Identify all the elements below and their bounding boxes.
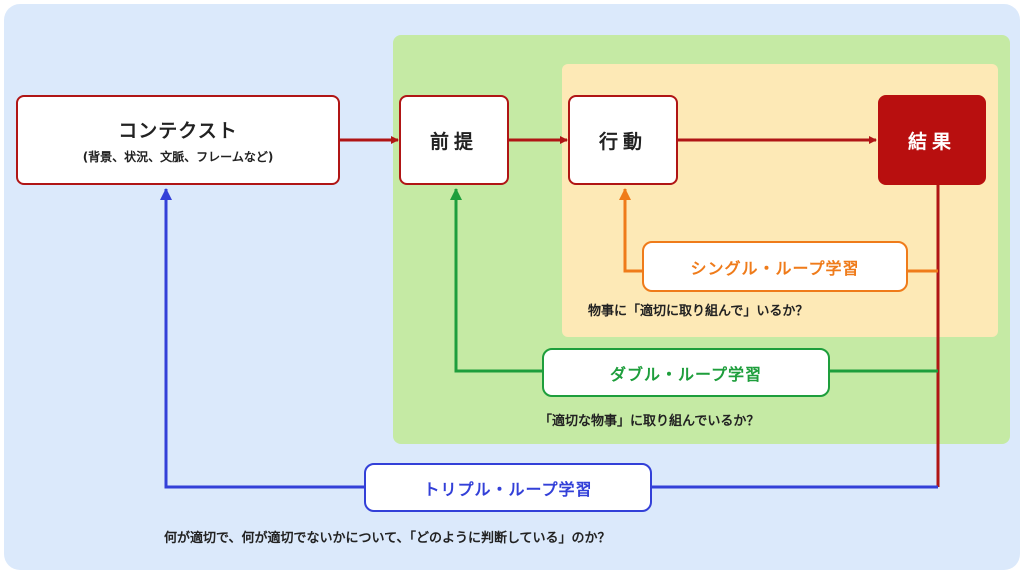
triple-loop-line <box>160 188 938 489</box>
premise-node: 前提 <box>399 95 509 185</box>
triple-loop-caption: 何が適切で、何が適切でないかについて、「どのように判断している」のか？ <box>164 531 611 546</box>
context-node: コンテクスト (背景、状況、文脈、フレームなど) <box>16 95 340 185</box>
triple-loop-label: トリプル・ループ学習 <box>423 479 593 499</box>
single-loop-caption: 物事に「適切に取り組んで」いるか？ <box>588 304 809 319</box>
result-label: 結果 <box>907 130 956 153</box>
double-loop-box: ダブル・ループ学習 <box>542 348 830 397</box>
result-node: 結果 <box>878 95 986 185</box>
action-node: 行動 <box>568 95 678 185</box>
context-title: コンテクスト <box>118 119 238 142</box>
action-label: 行動 <box>598 130 647 153</box>
premise-label: 前提 <box>429 130 478 153</box>
single-loop-box: シングル・ループ学習 <box>642 241 908 292</box>
context-subtitle: (背景、状況、文脈、フレームなど) <box>82 149 274 164</box>
double-loop-label: ダブル・ループ学習 <box>609 364 763 384</box>
triple-loop-box: トリプル・ループ学習 <box>364 463 652 512</box>
single-loop-label: シングル・ループ学習 <box>690 258 860 278</box>
double-loop-caption: 「適切な物事」に取り組んでいるか？ <box>539 414 760 429</box>
